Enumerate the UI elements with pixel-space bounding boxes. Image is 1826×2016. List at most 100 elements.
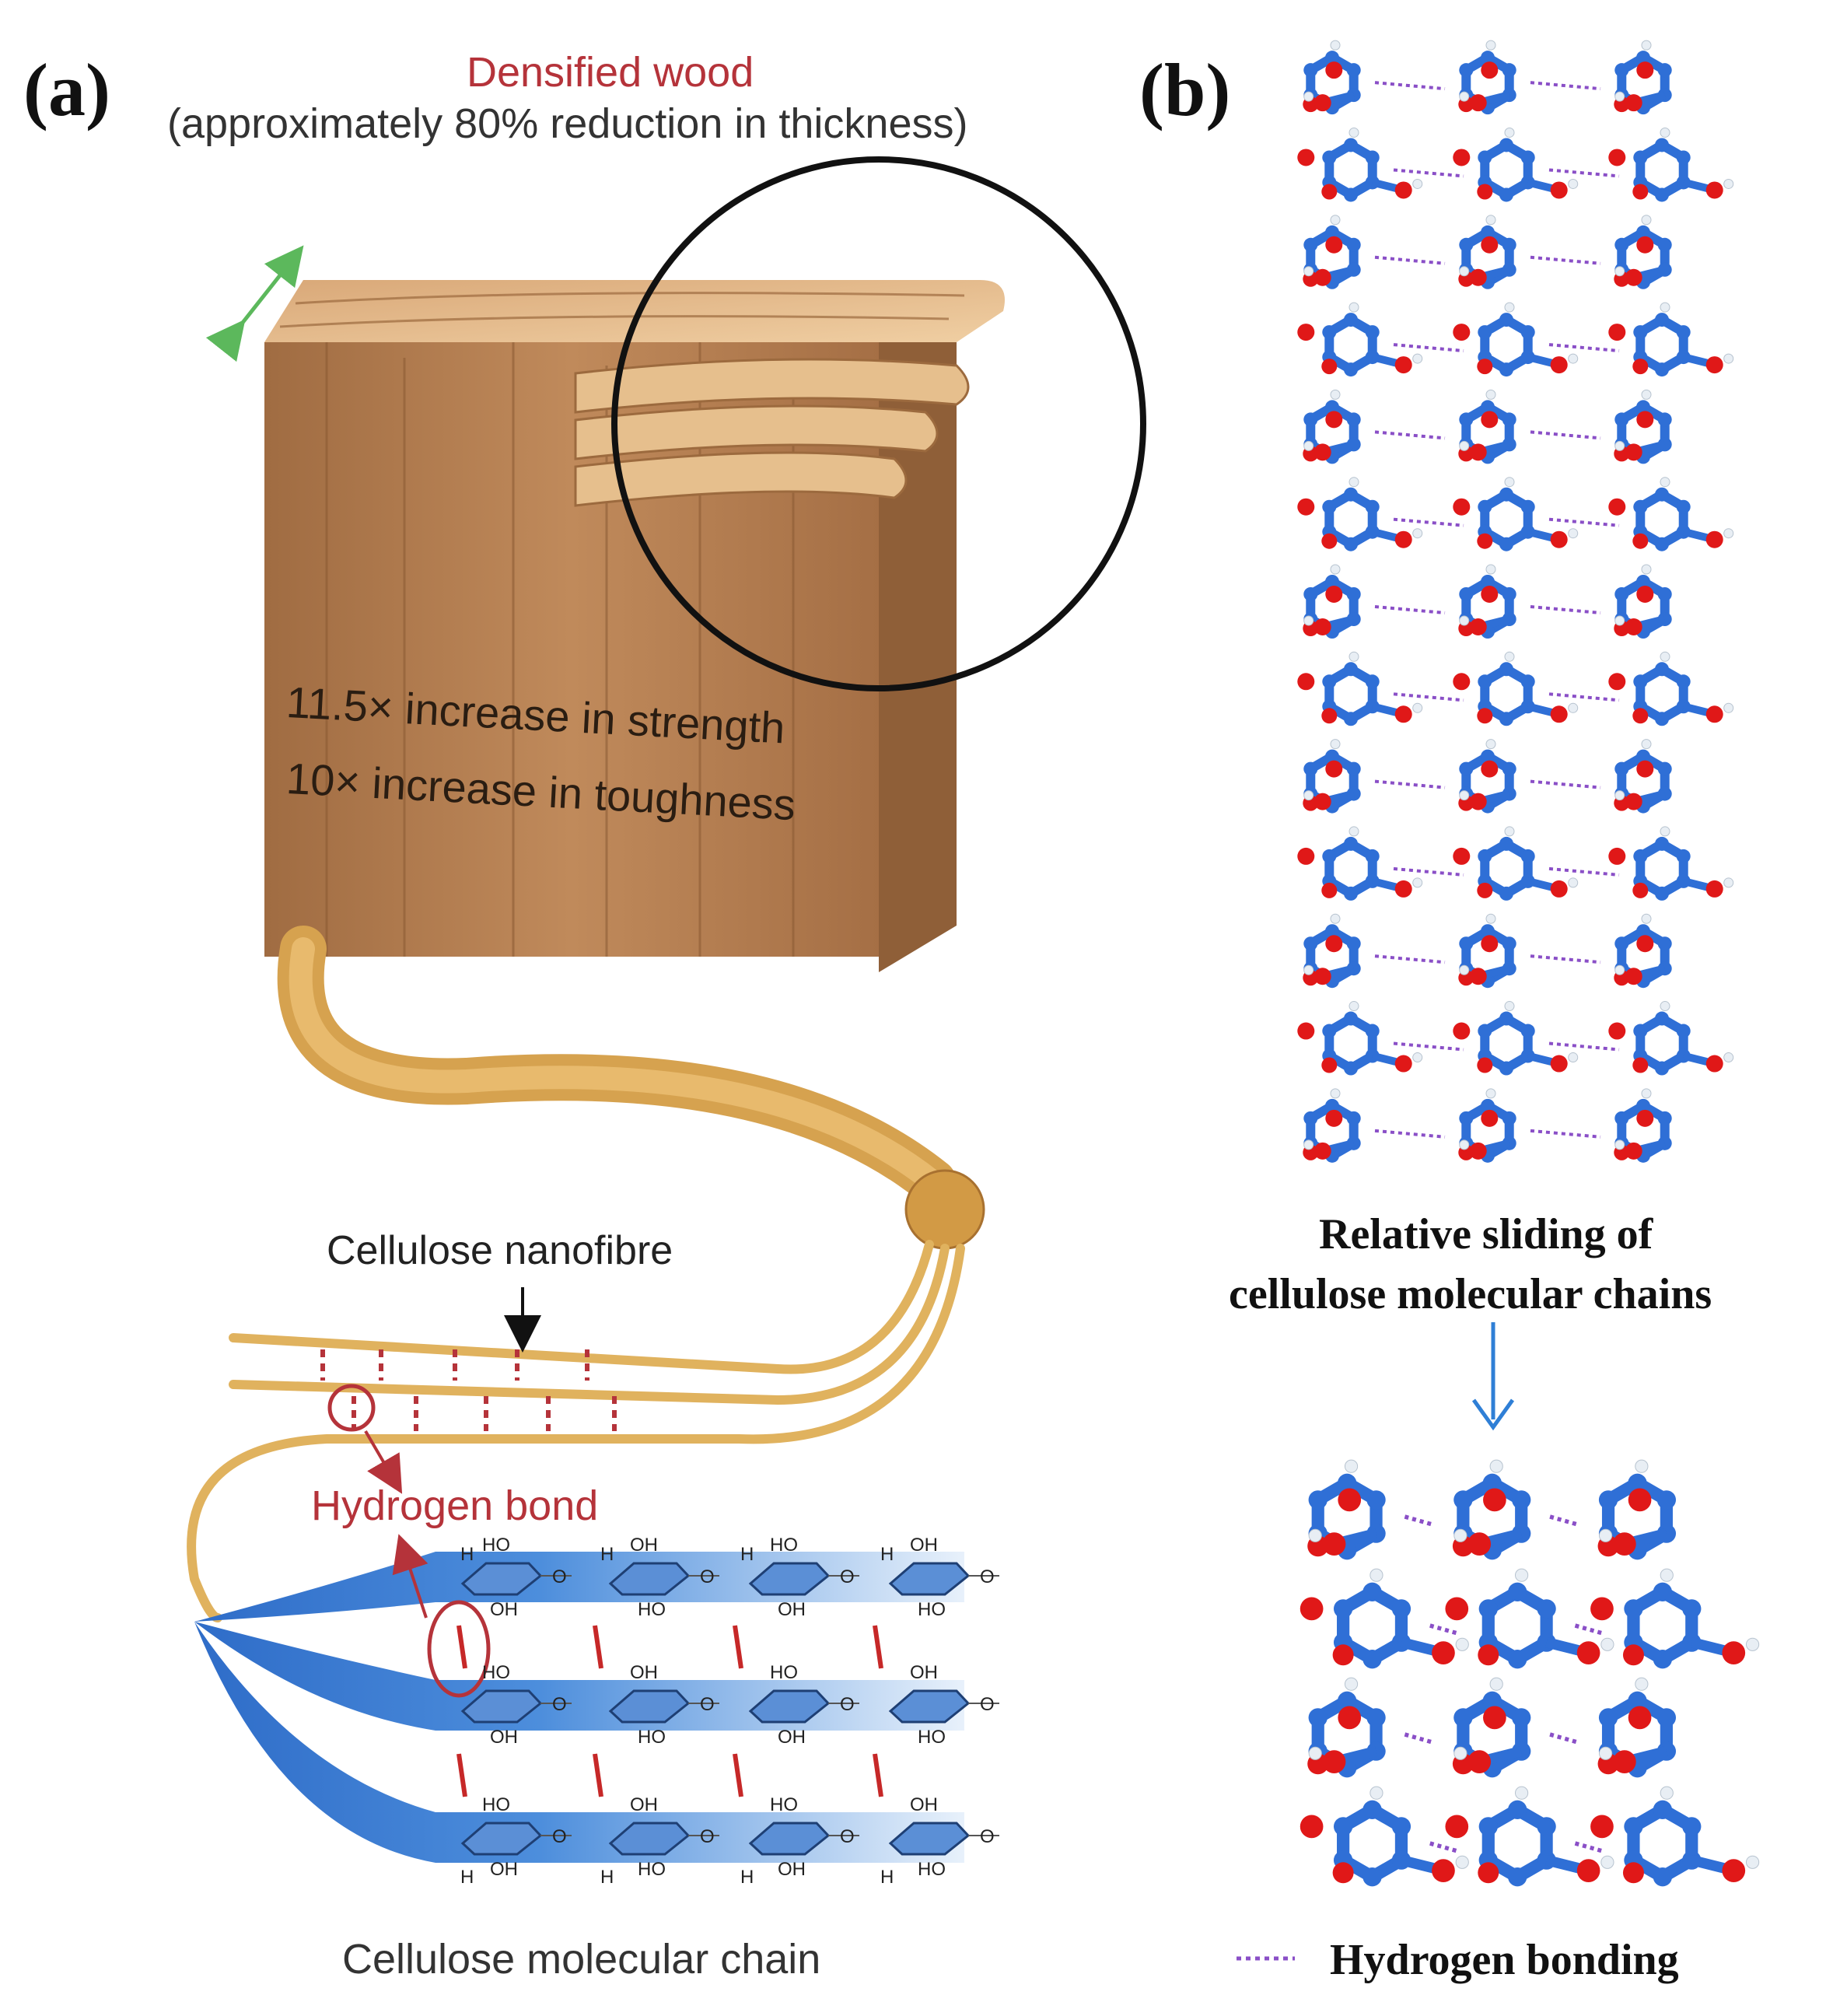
carbon-atom xyxy=(1655,662,1669,677)
oxygen-atom xyxy=(1625,968,1642,985)
hydrogen-atom xyxy=(1568,1052,1579,1063)
oxygen-atom xyxy=(1325,61,1343,79)
carbon-ring xyxy=(1324,139,1377,201)
chem-label: O xyxy=(700,1566,715,1587)
hydrogen-bond-dotted xyxy=(1393,168,1464,178)
hydrogen-bond-dotted xyxy=(1374,1129,1446,1139)
carbon-atom xyxy=(1499,313,1513,327)
carbon-ring xyxy=(1337,1802,1408,1885)
carbon-atom xyxy=(1676,325,1691,340)
carbon-atom xyxy=(1657,587,1672,601)
oxygen-atom xyxy=(1321,1057,1338,1073)
oxygen-atom xyxy=(1722,1859,1746,1882)
carbon-atom xyxy=(1365,1024,1380,1038)
carbon-atom xyxy=(1459,63,1474,78)
hydrogen-atom xyxy=(1641,40,1652,51)
carbon-ring xyxy=(1635,663,1688,725)
oxygen-atom xyxy=(1576,1859,1600,1882)
chem-label: HO xyxy=(770,1662,798,1683)
oxygen-atom xyxy=(1477,359,1493,375)
carbon-atom xyxy=(1344,886,1358,901)
hydrogen-atom xyxy=(1485,215,1496,226)
carbon-atom xyxy=(1344,712,1358,726)
hydrogen-bond-dotted xyxy=(1530,81,1601,91)
carbon-atom xyxy=(1346,412,1361,427)
hydrogen-atom xyxy=(1412,702,1423,713)
chem-label: HO xyxy=(638,1727,666,1748)
hydrogen-atom xyxy=(1614,266,1625,277)
carbon-atom xyxy=(1459,412,1474,427)
carbon-atom xyxy=(1520,849,1535,863)
carbon-atom xyxy=(1363,1650,1382,1669)
carbon-atom xyxy=(1520,674,1535,689)
hydrogen-atom xyxy=(1723,877,1734,888)
carbon-atom xyxy=(1391,1599,1411,1619)
carbon-atom xyxy=(1499,537,1513,551)
chem-label: H xyxy=(460,1544,474,1565)
hydrogen-atom xyxy=(1485,913,1496,924)
oxygen-atom xyxy=(1632,882,1649,898)
oxygen-atom xyxy=(1297,847,1315,865)
oxygen-atom xyxy=(1613,1750,1636,1773)
hydrogen-atom xyxy=(1459,1139,1470,1150)
carbon-ring xyxy=(1635,838,1688,899)
hydrogen-atom xyxy=(1635,1459,1649,1473)
oxygen-atom xyxy=(1550,880,1568,898)
hydrogen-atom xyxy=(1330,913,1341,924)
chain-hbond-highlight xyxy=(427,1600,491,1698)
hydrogen-atom xyxy=(1515,1786,1529,1800)
carbon-atom xyxy=(1303,761,1318,776)
hydrogen-atom xyxy=(1723,353,1734,364)
carbon-atom xyxy=(1325,575,1339,589)
carbon-atom xyxy=(1478,150,1492,165)
oxygen-atom xyxy=(1477,882,1493,898)
carbon-atom xyxy=(1308,1490,1328,1510)
carbon-atom xyxy=(1682,1817,1702,1836)
oxygen-atom xyxy=(1705,705,1723,723)
carbon-atom xyxy=(1520,150,1535,165)
carbon-ring xyxy=(1324,314,1377,376)
chem-label: OH xyxy=(778,1727,806,1748)
oxygen-atom xyxy=(1481,236,1499,254)
chem-label: O xyxy=(700,1826,715,1847)
hydrogen-atom xyxy=(1723,1052,1734,1063)
carbon-atom xyxy=(1346,63,1361,78)
oxygen-atom xyxy=(1314,94,1331,112)
oxygen-atom xyxy=(1550,1055,1568,1073)
hydrogen-bond-dotted xyxy=(1549,1514,1580,1528)
oxygen-atom xyxy=(1453,1022,1471,1040)
hydrogen-atom xyxy=(1660,302,1670,313)
oxygen-atom xyxy=(1477,184,1493,200)
oxygen-atom xyxy=(1322,1532,1346,1556)
carbon-ring xyxy=(1324,1013,1377,1074)
hydrogen-atom xyxy=(1303,615,1314,626)
chem-label: H xyxy=(740,1867,754,1888)
carbon-atom xyxy=(1633,325,1648,340)
carbon-ring xyxy=(1324,663,1377,725)
carbon-atom xyxy=(1459,936,1474,951)
carbon-atom xyxy=(1459,1111,1474,1125)
carbon-ring xyxy=(1480,139,1533,201)
hydrogen-bond-dotted xyxy=(1393,692,1464,702)
carbon-atom xyxy=(1614,587,1629,601)
oxygen-atom xyxy=(1625,94,1642,112)
carbon-atom xyxy=(1453,1708,1473,1727)
oxygen-atom xyxy=(1453,149,1471,166)
carbon-atom xyxy=(1365,150,1380,165)
hydrogen-atom xyxy=(1598,1528,1613,1542)
carbon-atom xyxy=(1653,1650,1673,1669)
carbon-atom xyxy=(1614,1111,1629,1125)
carbon-atom xyxy=(1499,187,1513,202)
oxygen-atom xyxy=(1722,1641,1746,1664)
hydrogen-bond-dotted xyxy=(1393,866,1464,877)
oxygen-atom xyxy=(1608,1022,1626,1040)
wood-block xyxy=(205,156,1146,972)
chem-label: H xyxy=(600,1544,614,1565)
oxygen-atom xyxy=(1481,935,1499,953)
hydrogen-atom xyxy=(1723,528,1734,539)
oxygen-atom xyxy=(1622,1862,1644,1884)
chem-label: H xyxy=(460,1867,474,1888)
carbon-atom xyxy=(1344,362,1358,377)
sliding-arrowhead xyxy=(1471,1398,1515,1431)
hydrogen-atom xyxy=(1330,215,1341,226)
